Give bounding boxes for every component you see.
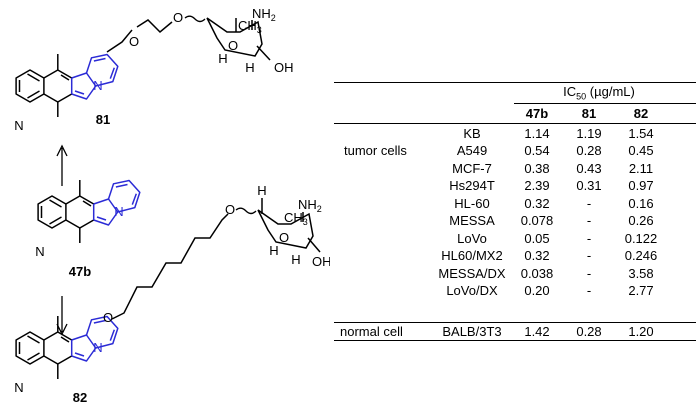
atom-ch3: CH3: [284, 210, 308, 227]
table-row-label: LoVo/DX: [446, 283, 498, 298]
table-cell-82: 0.26: [628, 213, 654, 228]
table-row-label: KB: [463, 126, 481, 141]
table-cell-81: -: [586, 213, 592, 228]
table-cell-81: 0.31: [576, 178, 602, 193]
atom-o: O: [129, 34, 139, 49]
table-cell-47b: 0.20: [524, 283, 550, 298]
table-cell-47b: 0.32: [524, 248, 550, 263]
column-header-47b: 47b: [525, 106, 549, 121]
atom-n: N: [93, 78, 102, 93]
atom-n: N: [35, 244, 44, 259]
atom-oh: OH: [312, 254, 330, 269]
group-label-tumor: tumor cells: [344, 143, 407, 158]
table-row-label: A549: [456, 143, 488, 158]
table-cell-82: 1.20: [628, 324, 654, 339]
table-cell-47b: 0.078: [520, 213, 554, 228]
title-underline: [514, 103, 696, 104]
table-cell-82: 0.97: [628, 178, 654, 193]
table-cell-47b: 0.54: [524, 143, 550, 158]
column-header-82: 82: [633, 106, 649, 121]
table-cell-82: 0.16: [628, 196, 654, 211]
atom-nh2: NH2: [252, 6, 276, 23]
table-cell-81: -: [586, 283, 592, 298]
table-row-label: HL-60: [454, 196, 490, 211]
atom-nh2: NH2: [298, 197, 322, 214]
table-row-label: BALB/3T3: [442, 324, 502, 339]
table-cell-81: 0.28: [576, 143, 602, 158]
arrow-up-icon: [56, 144, 68, 186]
atom-h: H: [269, 243, 278, 258]
table-cell-81: -: [586, 248, 592, 263]
atom-n: N: [114, 204, 123, 219]
table-row-label: MESSA: [449, 213, 495, 228]
atom-ch3: CH3: [238, 18, 262, 35]
table-cell-82: 0.45: [628, 143, 654, 158]
table-top-rule: [334, 82, 696, 83]
table-cell-82: 3.58: [628, 266, 654, 281]
table-cell-47b: 0.32: [524, 196, 550, 211]
table-cell-81: -: [586, 266, 592, 281]
atom-h: H: [245, 60, 254, 75]
table-row-label: LoVo: [457, 231, 487, 246]
atom-n: N: [14, 118, 23, 133]
header-rule: [334, 123, 696, 124]
group-label-normal: normal cell: [340, 324, 403, 339]
table-cell-82: 0.122: [624, 231, 658, 246]
table-cell-47b: 1.14: [524, 126, 550, 141]
atom-o: O: [279, 230, 289, 245]
table-cell-82: 2.11: [628, 161, 654, 176]
table-bottom-rule: [334, 340, 696, 341]
normal-rule: [334, 322, 696, 323]
table-cell-47b: 0.038: [520, 266, 554, 281]
compound-label-81: 81: [96, 112, 110, 127]
ic50-table: IC50 (µg/mL) 47b 81 82 tumor cells norma…: [334, 82, 696, 342]
table-cell-81: 0.43: [576, 161, 602, 176]
chemical-structures: N N O O O H H CH3 NH2 OH 81 N N 47b N N …: [14, 6, 330, 405]
table-title: IC50 (µg/mL): [563, 84, 635, 102]
table-cell-47b: 0.05: [524, 231, 550, 246]
table-cell-82: 1.54: [628, 126, 654, 141]
table-row-label: MCF-7: [452, 161, 492, 176]
table-cell-47b: 2.39: [524, 178, 550, 193]
atom-o: O: [225, 202, 235, 217]
atom-oh: OH: [274, 60, 294, 75]
table-cell-82: 2.77: [628, 283, 654, 298]
table-cell-81: -: [586, 196, 592, 211]
compound-label-82: 82: [73, 390, 87, 405]
table-cell-81: -: [586, 231, 592, 246]
column-header-81: 81: [581, 106, 597, 121]
atom-h: H: [218, 51, 227, 66]
table-row-label: MESSA/DX: [438, 266, 506, 281]
atom-o: O: [228, 38, 238, 53]
table-cell-47b: 0.38: [524, 161, 550, 176]
atom-o: O: [173, 10, 183, 25]
table-cell-82: 0.246: [624, 248, 658, 263]
table-cell-47b: 1.42: [524, 324, 550, 339]
atom-o: O: [103, 310, 113, 325]
compound-label-47b: 47b: [69, 264, 91, 279]
table-cell-81: 0.28: [576, 324, 602, 339]
atom-h: H: [257, 183, 266, 198]
table-row-label: Hs294T: [449, 178, 495, 193]
table-cell-81: 1.19: [576, 126, 602, 141]
table-row-label: HL60/MX2: [441, 248, 503, 263]
atom-n: N: [14, 380, 23, 395]
atom-n: N: [93, 340, 102, 355]
atom-h: H: [291, 252, 300, 267]
